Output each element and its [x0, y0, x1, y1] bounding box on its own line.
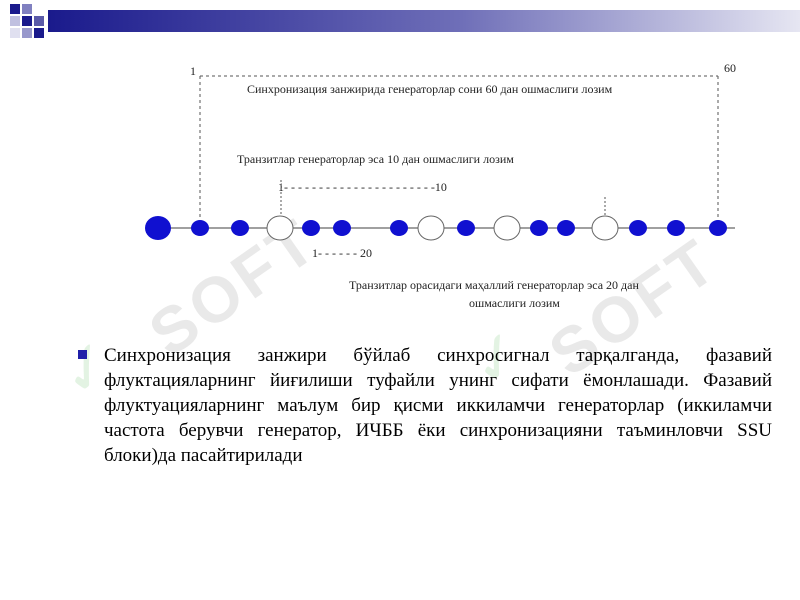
node [709, 220, 727, 236]
node [530, 220, 548, 236]
transit-node [417, 215, 445, 241]
bottom-caption-line2: ошмаслиги лозим [469, 296, 560, 310]
transit-node [266, 215, 294, 241]
local-range: 1- - - - - - 20 [312, 246, 372, 260]
node [557, 220, 575, 236]
corner-decoration [10, 4, 44, 38]
header-bar [48, 10, 800, 32]
node [390, 220, 408, 236]
node [333, 220, 351, 236]
node [457, 220, 475, 236]
node [629, 220, 647, 236]
top-caption: Синхронизация занжирида генераторлар сон… [247, 82, 613, 96]
bullet-text: Синхронизация занжири бўйлаб синхросигна… [104, 345, 772, 466]
node [191, 220, 209, 236]
node [667, 220, 685, 236]
master-node [145, 216, 171, 240]
transit-range: 1- - - - - - - - - - - - - - - - - - - -… [278, 180, 447, 194]
bullet-square-icon [78, 350, 87, 359]
label-end: 60 [724, 61, 736, 75]
node [302, 220, 320, 236]
sync-chain-diagram: 1 60 Синхронизация занжирида генераторла… [145, 61, 736, 310]
transit-node [591, 215, 619, 241]
transit-node [493, 215, 521, 241]
transit-caption: Транзитлар генераторлар эса 10 дан ошмас… [237, 152, 514, 166]
bullet-item: Синхронизация занжири бўйлаб синхросигна… [78, 343, 772, 468]
bottom-caption-line1: Транзитлар орасидаги маҳаллий генераторл… [349, 278, 639, 292]
label-start: 1 [190, 64, 196, 78]
node [231, 220, 249, 236]
